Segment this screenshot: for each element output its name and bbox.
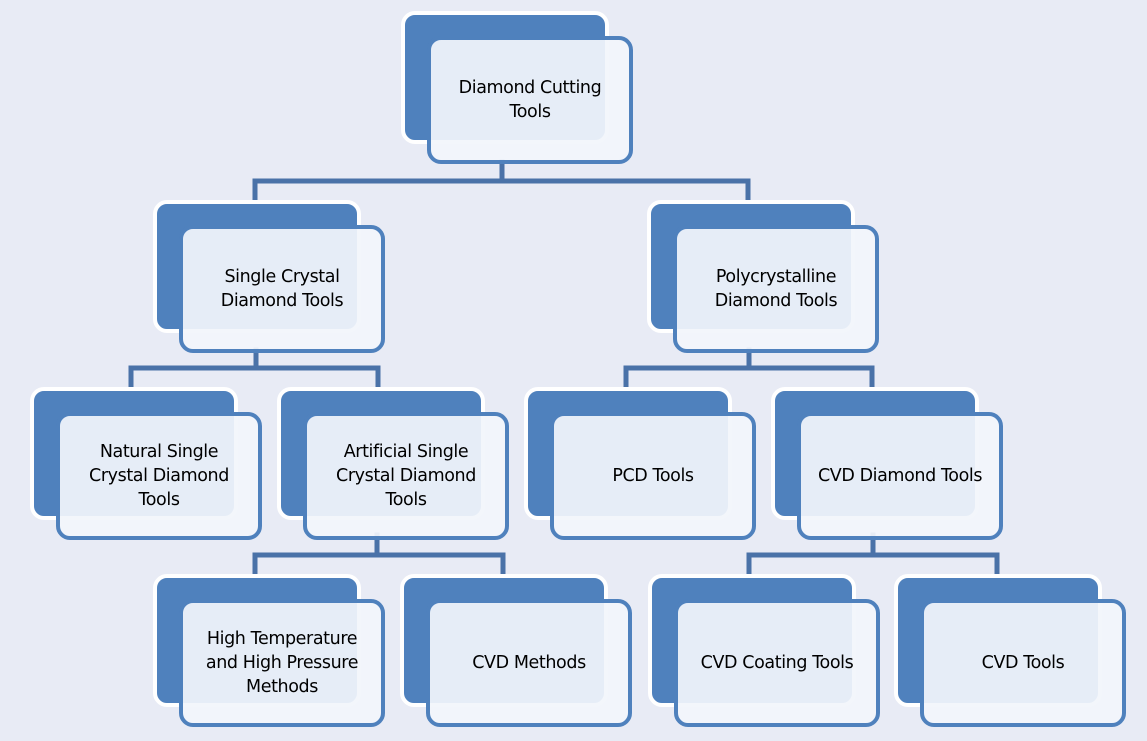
node-label: CVD Tools <box>981 653 1065 673</box>
node-diamond-cutting-tools: Diamond Cutting Tools <box>401 11 633 167</box>
node-front-shape: Single Crystal Diamond Tools <box>179 225 385 353</box>
node-front-shape: Polycrystalline Diamond Tools <box>673 225 879 353</box>
node-artificial-single-crystal-diamond-tools: Artificial Single Crystal Diamond Tools <box>277 387 509 543</box>
node-label: Artificial Single Crystal Diamond Tools <box>336 442 476 510</box>
node-label: CVD Coating Tools <box>700 653 854 673</box>
node-label: Single Crystal Diamond Tools <box>220 267 344 311</box>
node-single-crystal-diamond-tools: Single Crystal Diamond Tools <box>153 200 385 356</box>
node-label: Polycrystalline Diamond Tools <box>714 267 838 311</box>
node-polycrystalline-diamond-tools: Polycrystalline Diamond Tools <box>647 200 879 356</box>
node-cvd-methods: CVD Methods <box>400 574 632 730</box>
node-cvd-tools: CVD Tools <box>894 574 1126 730</box>
node-label: Diamond Cutting Tools <box>458 78 602 122</box>
node-cvd-coating-tools: CVD Coating Tools <box>648 574 880 730</box>
node-label: PCD Tools <box>612 466 694 486</box>
node-cvd-diamond-tools: CVD Diamond Tools <box>771 387 1003 543</box>
node-natural-single-crystal-diamond-tools: Natural Single Crystal Diamond Tools <box>30 387 262 543</box>
node-front-shape: High Temperature and High Pressure Metho… <box>179 599 385 727</box>
node-front-shape: Artificial Single Crystal Diamond Tools <box>303 412 509 540</box>
node-front-shape: CVD Tools <box>920 599 1126 727</box>
node-label: CVD Diamond Tools <box>817 466 983 486</box>
node-front-shape: CVD Diamond Tools <box>797 412 1003 540</box>
node-front-shape: PCD Tools <box>550 412 756 540</box>
node-high-temperature-high-pressure-methods: High Temperature and High Pressure Metho… <box>153 574 385 730</box>
node-label: Natural Single Crystal Diamond Tools <box>89 442 229 510</box>
node-label: CVD Methods <box>472 653 586 673</box>
node-label: High Temperature and High Pressure Metho… <box>205 629 359 697</box>
node-front-shape: CVD Coating Tools <box>674 599 880 727</box>
node-pcd-tools: PCD Tools <box>524 387 756 543</box>
node-front-shape: Natural Single Crystal Diamond Tools <box>56 412 262 540</box>
node-front-shape: Diamond Cutting Tools <box>427 36 633 164</box>
node-front-shape: CVD Methods <box>426 599 632 727</box>
